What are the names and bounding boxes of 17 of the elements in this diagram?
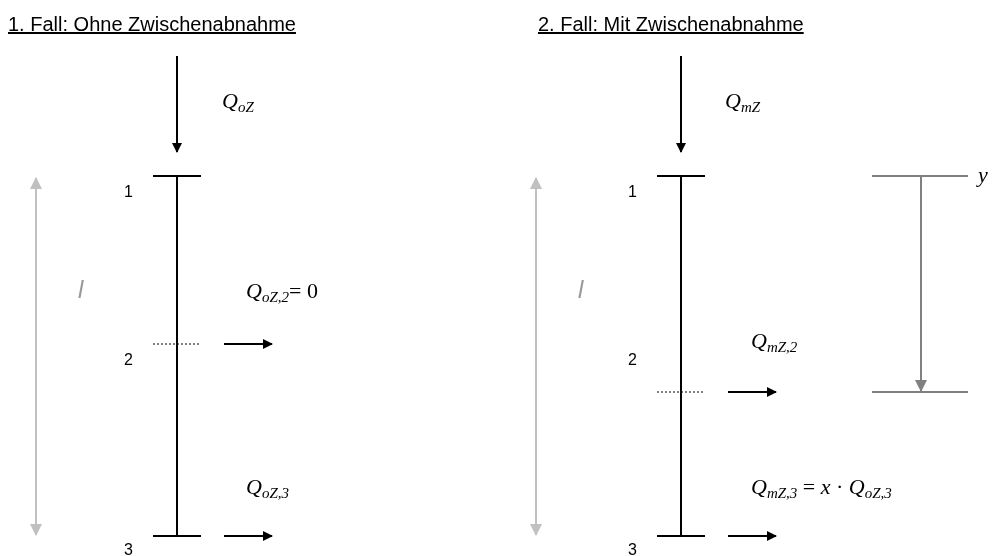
case-heading: 2. Fall: Mit Zwischenabnahme (538, 14, 804, 34)
flow-symbol: Q$_{mZ,2}$ (751, 330, 798, 355)
point-number: 1 (124, 184, 133, 200)
dimension-label: l (578, 278, 584, 302)
case-heading: 1. Fall: Ohne Zwischenabnahme (8, 14, 296, 34)
flow-formula: Q$_{mZ,3}$ = x · Q$_{oZ,3}$ (751, 476, 892, 501)
flow-symbol: Q$_{oZ}$ (222, 90, 254, 115)
flow-symbol: Q$_{oZ,3}$ (246, 476, 289, 501)
flow-formula: Q$_{oZ,2}$= 0 (246, 280, 318, 305)
point-number: 3 (628, 542, 637, 556)
point-number: 1 (628, 184, 637, 200)
point-number: 2 (124, 352, 133, 368)
point-number: 3 (124, 542, 133, 556)
dimension-label: y (978, 164, 988, 186)
point-number: 2 (628, 352, 637, 368)
dimension-label: l (78, 278, 84, 302)
flow-symbol: Q$_{mZ}$ (725, 90, 761, 115)
